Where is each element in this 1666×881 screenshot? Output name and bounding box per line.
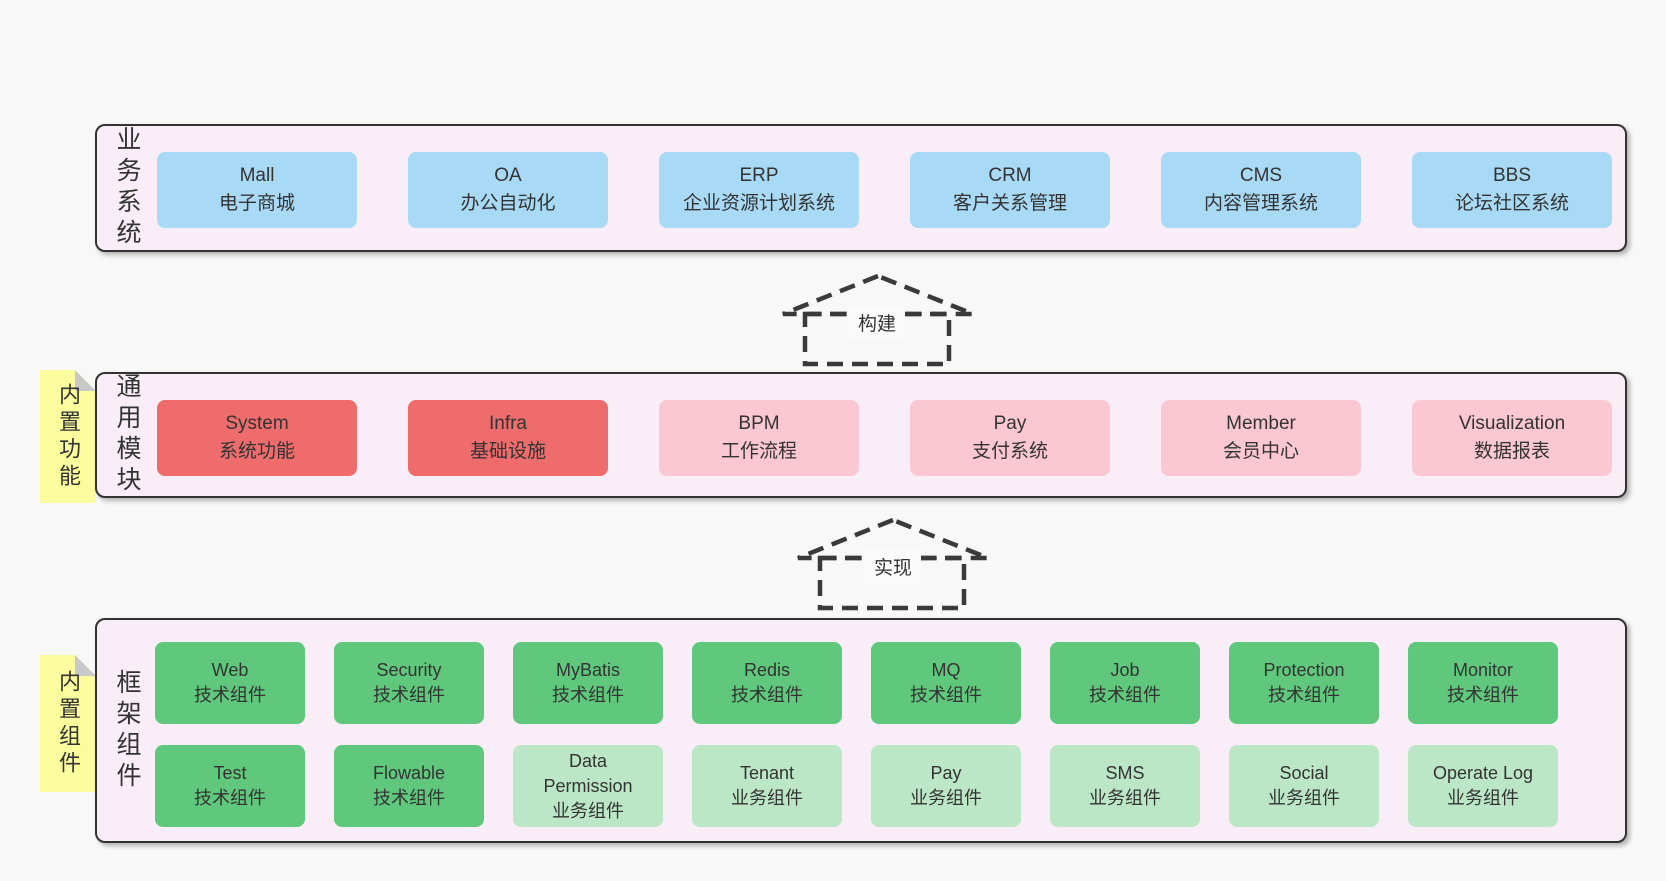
box-desc: 基础设施 [469, 441, 546, 462]
box-desc: 企业资源计划系统 [682, 193, 835, 214]
box-desc: 业务组件 [1268, 788, 1340, 808]
box-desc: 技术组件 [373, 788, 445, 808]
box-name: OA [494, 165, 522, 186]
tab-label: 内置功能 [56, 382, 81, 491]
box-protection: Protection 技术组件 [1229, 642, 1379, 724]
box-desc: 内容管理系统 [1203, 193, 1318, 214]
dashed-up-arrow-icon [797, 517, 989, 611]
box-tenant: Tenant 业务组件 [692, 745, 842, 827]
box-desc: 技术组件 [194, 685, 266, 705]
box-member: Member 会员中心 [1161, 400, 1361, 476]
box-desc: 业务组件 [910, 788, 982, 808]
box-desc: 业务组件 [731, 788, 803, 808]
box-pay: Pay 支付系统 [910, 400, 1110, 476]
box-desc: 技术组件 [1268, 685, 1340, 705]
band-title: 框架组件 [113, 668, 141, 793]
box-name: Redis [743, 660, 791, 680]
box-desc: 业务组件 [1447, 788, 1519, 808]
box-name: Protection [1263, 660, 1345, 680]
box-operate-log: Operate Log 业务组件 [1408, 745, 1558, 827]
box-desc: 技术组件 [373, 685, 445, 705]
band-title: 业务系统 [113, 126, 141, 250]
box-pay-business: Pay 业务组件 [871, 745, 1021, 827]
box-oa: OA 办公自动化 [408, 152, 608, 228]
band-framework-components: 框架组件 Web 技术组件 Security 技术组件 MyBatis 技术组件… [95, 618, 1627, 843]
box-cms: CMS 内容管理系统 [1161, 152, 1361, 228]
box-desc: 业务组件 [552, 800, 624, 821]
box-desc: 业务组件 [1089, 788, 1161, 808]
box-desc: 客户关系管理 [952, 193, 1067, 214]
box-name: Pay [930, 763, 962, 783]
box-mall: Mall 电子商城 [157, 152, 357, 228]
box-name: ERP [739, 165, 779, 186]
box-security: Security 技术组件 [334, 642, 484, 724]
box-desc: 技术组件 [552, 685, 624, 705]
box-social: Social 业务组件 [1229, 745, 1379, 827]
box-name: Job [1110, 660, 1140, 680]
box-name: CRM [988, 165, 1032, 186]
box-name: Visualization [1458, 413, 1566, 434]
box-name: Pay [993, 413, 1027, 434]
band-business-systems: 业务系统 Mall 电子商城 OA 办公自动化 ERP 企业资源计划系统 CRM… [95, 124, 1627, 252]
box-desc: 会员中心 [1222, 441, 1299, 462]
sticky-note-built-in-features: 内置功能 [40, 370, 96, 503]
box-desc: 办公自动化 [460, 193, 556, 214]
box-name: Tenant [739, 763, 795, 783]
box-web: Web 技术组件 [155, 642, 305, 724]
box-data-permission: Data Permission 业务组件 [513, 745, 663, 827]
box-name: Mall [239, 165, 275, 186]
box-desc: 系统功能 [218, 441, 295, 462]
tab-label: 内置组件 [56, 669, 81, 778]
box-name: BBS [1492, 165, 1532, 186]
box-desc: 电子商城 [218, 193, 295, 214]
arrow-build-label: 构建 [848, 306, 906, 339]
box-crm: CRM 客户关系管理 [910, 152, 1110, 228]
band-common-modules: 通用模块 System 系统功能 Infra 基础设施 BPM 工作流程 Pay… [95, 372, 1627, 498]
box-desc: 支付系统 [971, 441, 1048, 462]
box-desc: 技术组件 [731, 685, 803, 705]
box-redis: Redis 技术组件 [692, 642, 842, 724]
box-name: Flowable [372, 763, 446, 783]
box-bpm: BPM 工作流程 [659, 400, 859, 476]
box-bbs: BBS 论坛社区系统 [1412, 152, 1612, 228]
box-name: Data Permission [543, 750, 633, 796]
box-desc: 技术组件 [194, 788, 266, 808]
box-desc: 技术组件 [1447, 685, 1519, 705]
box-name: Infra [488, 413, 528, 434]
dashed-up-arrow-icon [782, 273, 974, 367]
box-name: System [225, 413, 289, 434]
box-test: Test 技术组件 [155, 745, 305, 827]
box-desc: 论坛社区系统 [1454, 193, 1569, 214]
box-name: MQ [931, 660, 961, 680]
box-mq: MQ 技术组件 [871, 642, 1021, 724]
box-name: SMS [1105, 763, 1145, 783]
band-title: 通用模块 [113, 373, 141, 497]
box-monitor: Monitor 技术组件 [1408, 642, 1558, 724]
box-mybatis: MyBatis 技术组件 [513, 642, 663, 724]
box-name: MyBatis [555, 660, 620, 680]
box-system: System 系统功能 [157, 400, 357, 476]
box-job: Job 技术组件 [1050, 642, 1200, 724]
box-name: Security [376, 660, 442, 680]
box-name: Operate Log [1432, 763, 1534, 783]
sticky-note-built-in-components: 内置组件 [40, 655, 96, 792]
box-name: Test [213, 763, 247, 783]
box-erp: ERP 企业资源计划系统 [659, 152, 859, 228]
box-name: Monitor [1452, 660, 1514, 680]
box-name: BPM [738, 413, 780, 434]
box-desc: 技术组件 [910, 685, 982, 705]
box-name: Member [1226, 413, 1296, 434]
box-name: Web [211, 660, 249, 680]
box-flowable: Flowable 技术组件 [334, 745, 484, 827]
box-sms: SMS 业务组件 [1050, 745, 1200, 827]
box-infra: Infra 基础设施 [408, 400, 608, 476]
box-name: CMS [1239, 165, 1283, 186]
box-desc: 技术组件 [1089, 685, 1161, 705]
arrow-implement-label: 实现 [864, 550, 922, 583]
box-desc: 数据报表 [1473, 441, 1550, 462]
box-name: Social [1279, 763, 1329, 783]
box-desc: 工作流程 [720, 441, 797, 462]
box-visualization: Visualization 数据报表 [1412, 400, 1612, 476]
